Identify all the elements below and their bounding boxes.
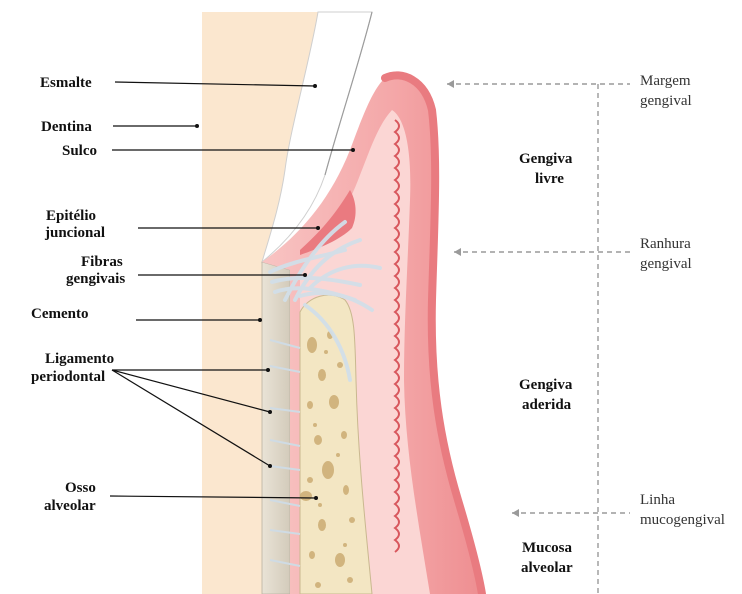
label-ranhura-line1: Ranhura — [640, 236, 691, 252]
label-osso-line1: Osso — [65, 480, 96, 496]
label-linha-line1: Linha — [640, 492, 675, 508]
zone-gengiva-livre-line2: livre — [535, 171, 564, 187]
label-margem-line2: gengival — [640, 93, 692, 109]
label-epitelio-line1: Epitélio — [46, 208, 96, 224]
root-cementum — [262, 262, 290, 594]
label-osso-line2: alveolar — [44, 498, 96, 514]
label-ligamento-line1: Ligamento — [45, 351, 114, 367]
label-fibras-line2: gengivais — [66, 271, 125, 287]
label-epitelio-line2: juncional — [44, 225, 105, 241]
zone-gengiva-aderida-line2: aderida — [522, 397, 572, 413]
label-fibras-line1: Fibras — [81, 254, 123, 270]
label-ligamento-line2: periodontal — [31, 369, 105, 385]
zone-gengiva-livre-line1: Gengiva — [519, 151, 573, 167]
label-esmalte: Esmalte — [40, 75, 92, 91]
zone-mucosa-line2: alveolar — [521, 560, 573, 576]
label-linha-line2: mucogengival — [640, 512, 725, 528]
zone-mucosa-line1: Mucosa — [522, 540, 572, 556]
zone-gengiva-aderida-line1: Gengiva — [519, 377, 573, 393]
label-dentina: Dentina — [41, 119, 92, 135]
label-margem-line1: Margem — [640, 73, 691, 89]
label-cemento: Cemento — [31, 306, 88, 322]
label-ranhura-line2: gengival — [640, 256, 692, 272]
label-sulco: Sulco — [62, 143, 97, 159]
